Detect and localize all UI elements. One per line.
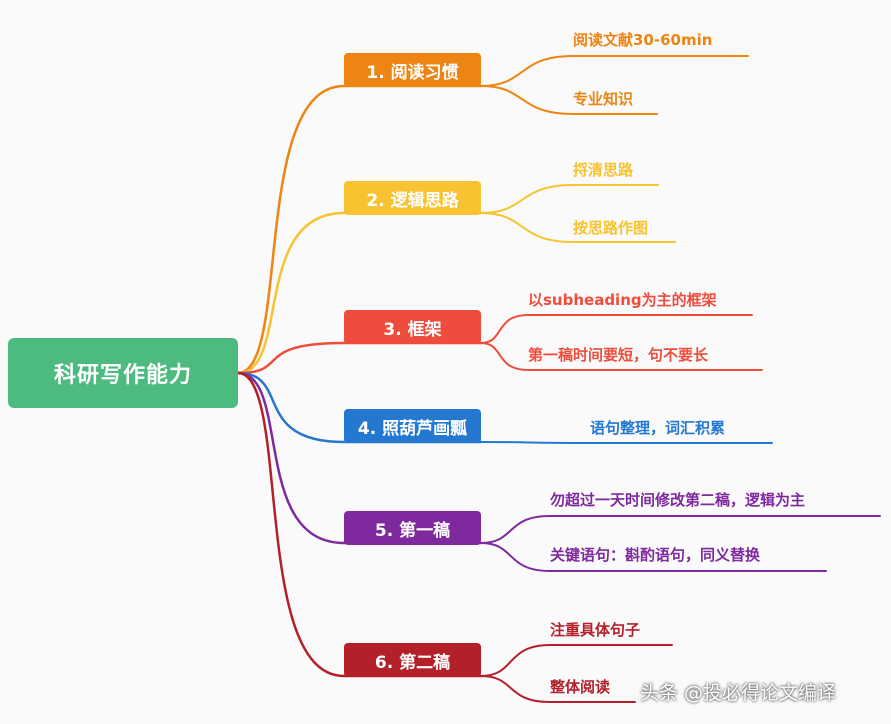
leaf-subheading-framework: 以subheading为主的框架 <box>528 291 717 309</box>
leaf-overall-reading: 整体阅读 <box>550 678 611 696</box>
branch-node-framework[interactable]: 3. 框架 <box>344 310 481 344</box>
leaf-clarify-logic: 捋清思路 <box>573 161 634 179</box>
branch-connector-1 <box>236 84 483 375</box>
leaf-connector-6-2 <box>480 675 636 703</box>
branch-connector-4 <box>236 371 483 444</box>
leaf-connector-5-1 <box>480 515 881 544</box>
branch-node-first-draft[interactable]: 5. 第一稿 <box>344 511 481 545</box>
leaf-connector-6-1 <box>480 644 673 677</box>
leaf-connector-1-2 <box>480 85 658 115</box>
leaf-connector-4-1 <box>480 441 773 444</box>
branch-node-reading-habits[interactable]: 1. 阅读习惯 <box>344 53 481 87</box>
branch-node-logic[interactable]: 2. 逻辑思路 <box>344 181 481 215</box>
watermark: 头条 @投必得论文编译 <box>640 682 837 704</box>
branch-connector-2 <box>236 211 483 375</box>
leaf-key-sentences: 关键语句：斟酌语句，同义替换 <box>550 546 761 564</box>
branch-connector-3 <box>236 341 483 375</box>
branch-node-second-draft[interactable]: 6. 第二稿 <box>344 643 481 677</box>
leaf-domain-knowledge: 专业知识 <box>573 90 634 108</box>
branch-node-imitation[interactable]: 4. 照葫芦画瓢 <box>344 409 481 443</box>
leaf-first-draft-short: 第一稿时间要短，句不要长 <box>528 346 709 364</box>
leaf-draw-by-logic: 按思路作图 <box>573 219 649 237</box>
leaf-connector-2-1 <box>480 184 659 214</box>
leaf-connector-5-2 <box>480 542 827 572</box>
leaf-connector-1-1 <box>480 55 749 87</box>
leaf-connector-2-2 <box>480 212 676 243</box>
leaf-connector-3-1 <box>480 314 753 344</box>
root-node[interactable]: 科研写作能力 <box>8 338 238 408</box>
leaf-reading-time: 阅读文献30-60min <box>573 31 713 49</box>
leaf-revise-second-draft: 勿超过一天时间修改第二稿，逻辑为主 <box>550 491 806 509</box>
leaf-connector-3-2 <box>480 342 763 371</box>
leaf-specific-sentences: 注重具体句子 <box>550 621 641 639</box>
branch-connector-5 <box>236 371 483 545</box>
leaf-sentence-vocabulary: 语句整理，词汇积累 <box>590 419 726 437</box>
branch-connector-6 <box>236 371 483 678</box>
